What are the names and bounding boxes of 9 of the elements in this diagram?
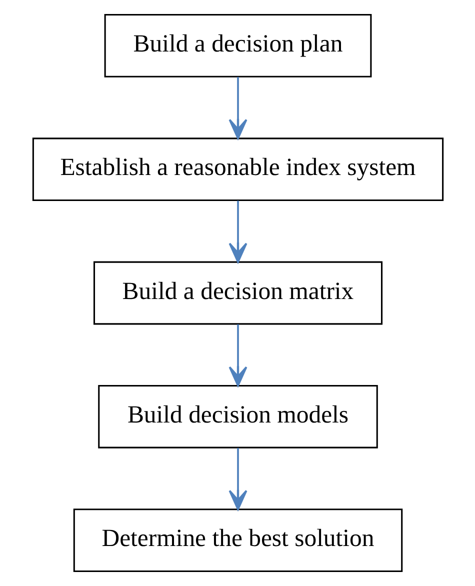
arrow	[228, 77, 247, 140]
arrow	[228, 324, 247, 387]
arrow	[228, 448, 247, 510]
node-box: Determine the best solution	[72, 508, 402, 572]
node-box: Establish a reasonable index system	[32, 138, 444, 202]
node-box: Build decision models	[98, 384, 378, 448]
node-box: Build a decision matrix	[92, 261, 382, 325]
arrow	[228, 200, 247, 263]
node-box: Build a decision plan	[104, 14, 372, 78]
